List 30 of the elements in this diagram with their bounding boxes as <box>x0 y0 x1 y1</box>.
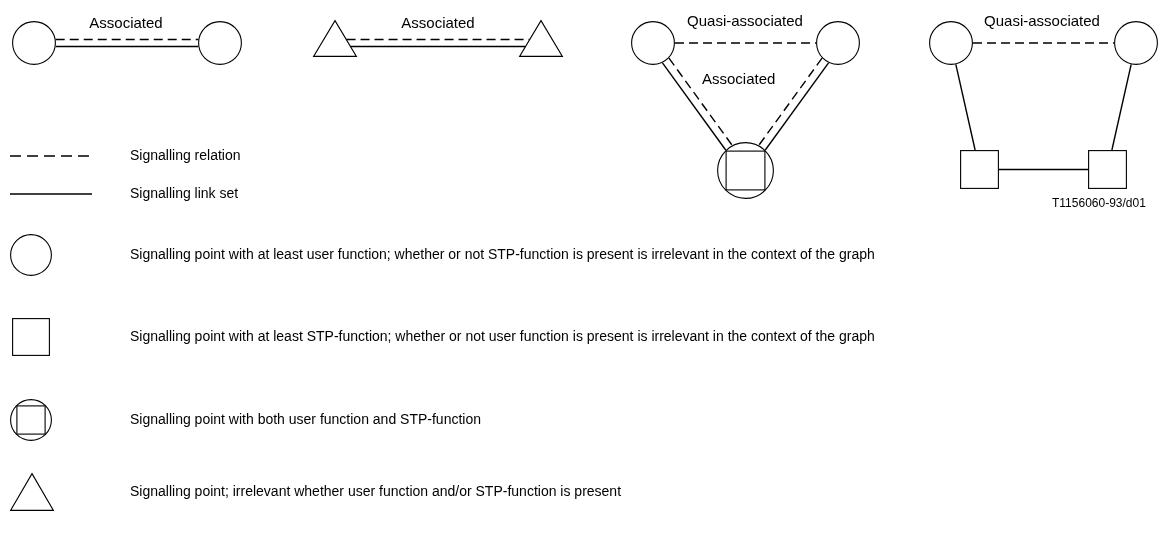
circle-symbol <box>631 21 675 65</box>
circle-symbol <box>1114 21 1158 65</box>
legend-text: Signalling link set <box>130 185 239 201</box>
solid-line <box>1111 63 1132 151</box>
square-symbol <box>960 150 999 189</box>
dashed-line <box>55 38 199 41</box>
solid-line <box>55 45 199 48</box>
relation-label: Associated <box>700 70 778 87</box>
circle-symbol <box>929 21 973 65</box>
circle-symbol <box>816 21 860 65</box>
dashed-line <box>674 42 817 44</box>
square-symbol <box>1088 150 1127 189</box>
solid-line <box>661 62 727 151</box>
legend-text: Signalling point; irrelevant whether user function and/or STP-function is present <box>130 483 622 499</box>
legend-text: Signalling relation <box>130 147 241 163</box>
legend-text: Signalling point with at least STP-function; whether or not user function is present is irrelevant in the context of the graph <box>130 328 875 344</box>
figure-number: T1156060-93/d01 <box>1052 196 1146 210</box>
legend-text: Signalling point with both user function and STP-function <box>130 411 481 427</box>
dashed-line <box>972 42 1115 44</box>
solid-line <box>350 45 526 48</box>
triangle-symbol <box>519 20 563 57</box>
dashed-line <box>668 57 733 146</box>
solid-line <box>998 168 1089 171</box>
solid-line <box>955 63 976 151</box>
circle-symbol <box>12 21 56 65</box>
dashed-line <box>758 57 823 146</box>
legend-text: Signalling point with at least user function; whether or not STP-function is present is irrelevant in the context of the graph <box>130 246 875 262</box>
triangle-symbol <box>313 20 357 57</box>
circle-symbol <box>198 21 242 65</box>
solid-line <box>764 62 830 151</box>
